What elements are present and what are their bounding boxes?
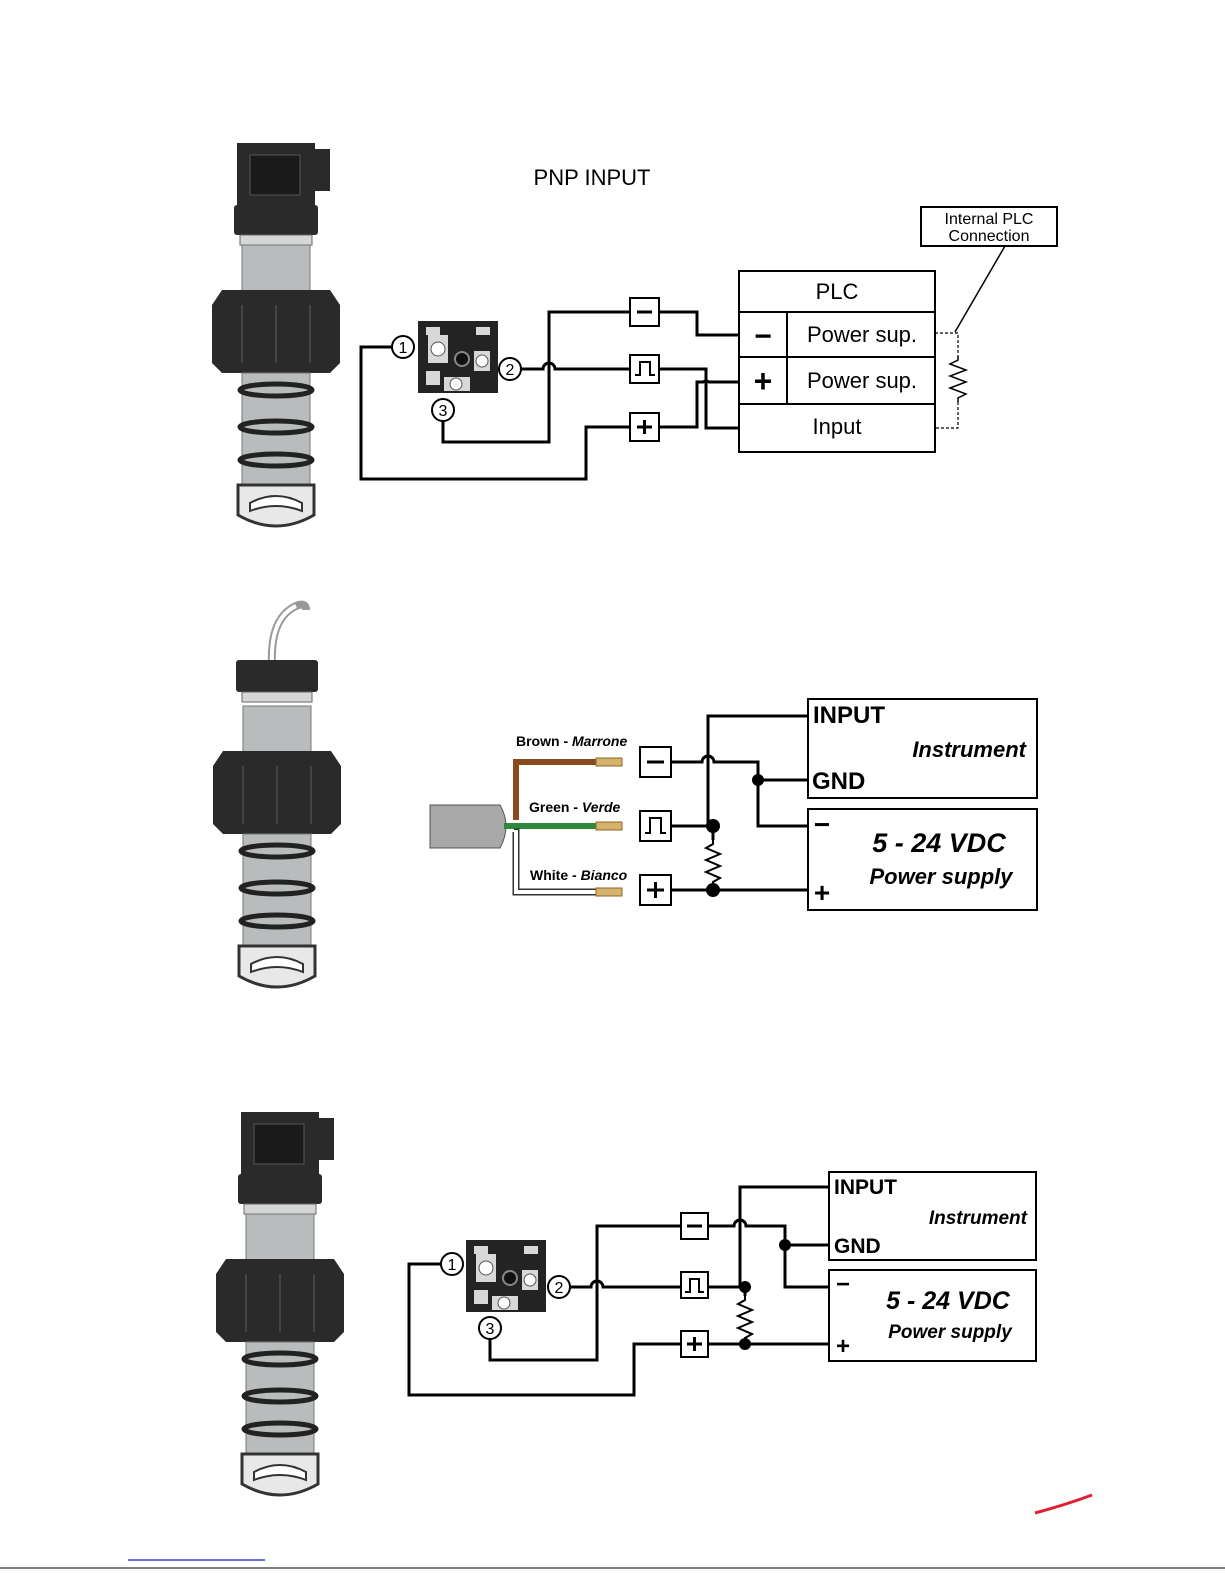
internal-plc-label: Internal PLC Connection [921, 207, 1057, 246]
instrument-gnd-label-3: GND [834, 1235, 881, 1258]
wire-label-brown: Brown - Marrone [516, 733, 627, 749]
wire-green-en: Green [529, 799, 569, 815]
wiring-section-2 [671, 716, 808, 897]
svg-text:Brown - Marrone: Brown - Marrone [516, 733, 627, 749]
pin-1-label-3: 1 [448, 1257, 457, 1274]
wire-white-en: White [530, 867, 568, 883]
plc-row-power-plus: Power sup. [807, 368, 917, 393]
supply-voltage-2: 5 - 24 VDC [872, 828, 1006, 858]
internal-plc-label-line2: Connection [949, 228, 1030, 245]
sensor-image-2 [213, 605, 341, 987]
sensor-image-3 [216, 1112, 344, 1495]
wire-green-it: Verde [582, 799, 621, 815]
instrument-input-label-3: INPUT [834, 1176, 897, 1199]
terminal-pulse-3 [681, 1272, 708, 1298]
wire-brown-it: Marrone [572, 733, 627, 749]
instrument-box-3: INPUT Instrument GND [829, 1172, 1036, 1260]
plc-row-input: Input [813, 414, 862, 439]
supply-label-2: Power supply [869, 864, 1014, 889]
wiring-section-1 [361, 312, 739, 479]
terminal-minus-2 [640, 747, 671, 777]
supply-plus-2: + [814, 877, 830, 908]
wire-white-it: Bianco [581, 867, 628, 883]
terminal-pulse-2 [640, 811, 671, 841]
pin-3-label-3: 3 [486, 1321, 495, 1338]
terminal-plus-2 [640, 875, 671, 905]
terminal-plus-1 [630, 413, 659, 441]
pin-2-label: 2 [506, 362, 515, 379]
terminal-pulse-1 [630, 355, 659, 383]
red-swoosh-logo [1035, 1495, 1092, 1513]
supply-minus-3: − [836, 1271, 850, 1298]
svg-text:Green - Verde: Green - Verde [529, 799, 621, 815]
instrument-box-2: INPUT Instrument GND [808, 699, 1037, 798]
supply-plus-3: + [836, 1333, 850, 1360]
connector-plug-1 [418, 321, 498, 393]
supply-label-3: Power supply [888, 1322, 1013, 1343]
plc-table: PLC − + Power sup. Power sup. Input [739, 271, 935, 452]
wire-label-white: White - Bianco [530, 867, 628, 883]
internal-resistor [935, 333, 966, 428]
wire-label-green: Green - Verde [529, 799, 621, 815]
terminal-minus-1 [630, 298, 659, 326]
instrument-gnd-label-2: GND [812, 768, 865, 795]
plc-plus-sign: + [754, 363, 773, 399]
sensor-image-1 [212, 143, 340, 526]
plc-row-power-minus: Power sup. [807, 322, 917, 347]
svg-text:White - Bianco: White - Bianco [530, 867, 628, 883]
terminal-plus-3 [681, 1331, 708, 1357]
instrument-label-3: Instrument [929, 1208, 1028, 1229]
supply-minus-2: − [814, 809, 830, 840]
section-title: PNP INPUT [534, 165, 651, 190]
power-supply-box-3: − + 5 - 24 VDC Power supply [829, 1270, 1036, 1361]
internal-plc-label-line1: Internal PLC [945, 211, 1034, 228]
supply-voltage-3: 5 - 24 VDC [886, 1287, 1011, 1315]
plc-header: PLC [816, 279, 859, 304]
pin-3-label: 3 [439, 403, 448, 420]
power-supply-box-2: − + 5 - 24 VDC Power supply [808, 809, 1037, 910]
terminal-minus-3 [681, 1213, 708, 1239]
connector-plug-3 [466, 1240, 546, 1312]
pin-2-label-3: 2 [555, 1280, 564, 1297]
plc-minus-sign: − [754, 320, 772, 353]
wire-brown-en: Brown [516, 733, 560, 749]
pin-1-label: 1 [399, 340, 408, 357]
instrument-input-label-2: INPUT [813, 702, 885, 729]
instrument-label-2: Instrument [912, 737, 1027, 762]
